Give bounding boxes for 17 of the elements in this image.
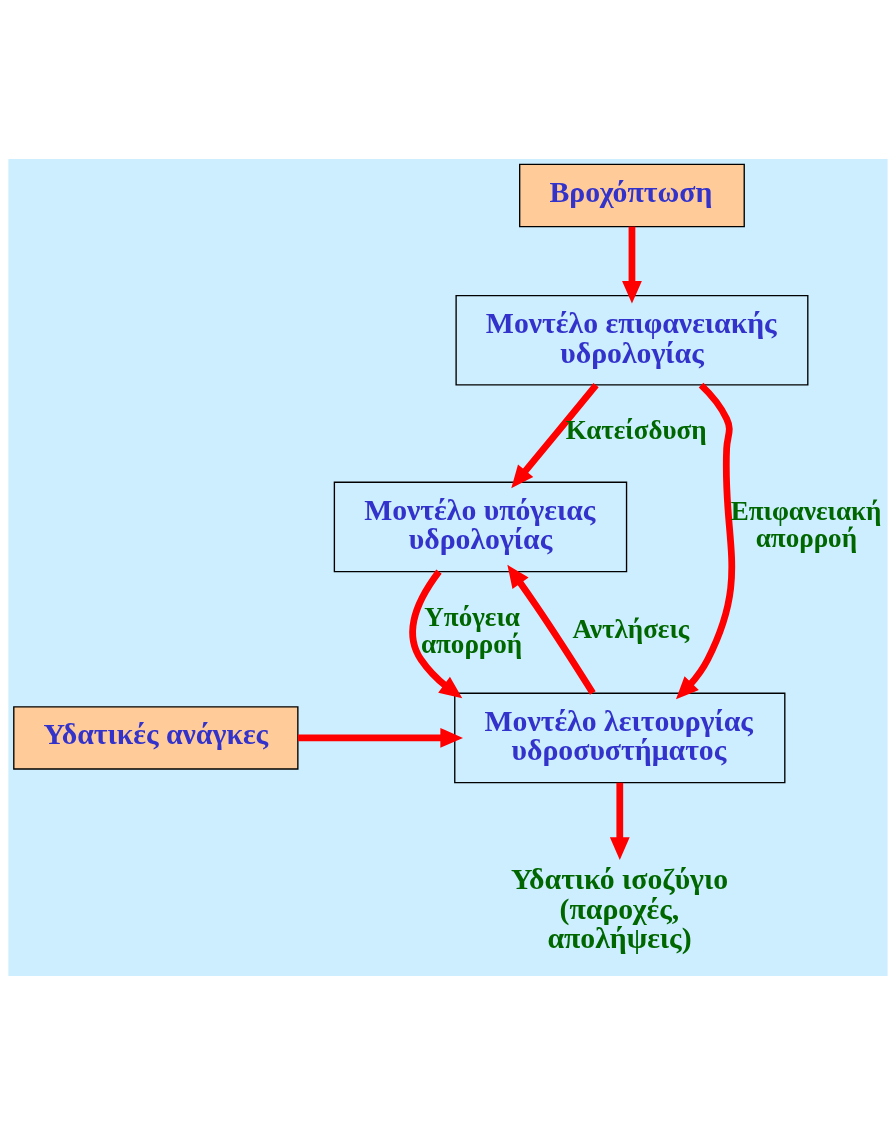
arrow <box>298 728 463 748</box>
arrow <box>507 564 596 695</box>
edge-label: Υπόγεια απορροή <box>420 601 523 659</box>
edge-label: Κατείσδυση <box>565 415 707 445</box>
arrow <box>622 226 642 304</box>
arrow <box>409 569 463 699</box>
edge-label: Αντλήσεις <box>572 613 690 644</box>
arrow <box>675 382 736 700</box>
node-box: Βροχόπτωση <box>519 163 745 228</box>
node-box: Υδατικές ανάγκες <box>13 706 299 770</box>
arrow <box>511 383 599 489</box>
edge-label: Επιφανειακή απορροή <box>730 496 882 554</box>
node-text: Υδατικό ισοζύγιο (παροχές, απολήψεις) <box>510 861 729 955</box>
node-box: Μοντέλο επιφανειακής υδρολογίας <box>455 294 809 386</box>
node-box: Μοντέλο λειτουργίας υδροσυστήματος <box>454 692 786 784</box>
node-box: Μοντέλο υπόγειας υδρολογίας <box>333 481 628 573</box>
arrow <box>609 782 630 860</box>
